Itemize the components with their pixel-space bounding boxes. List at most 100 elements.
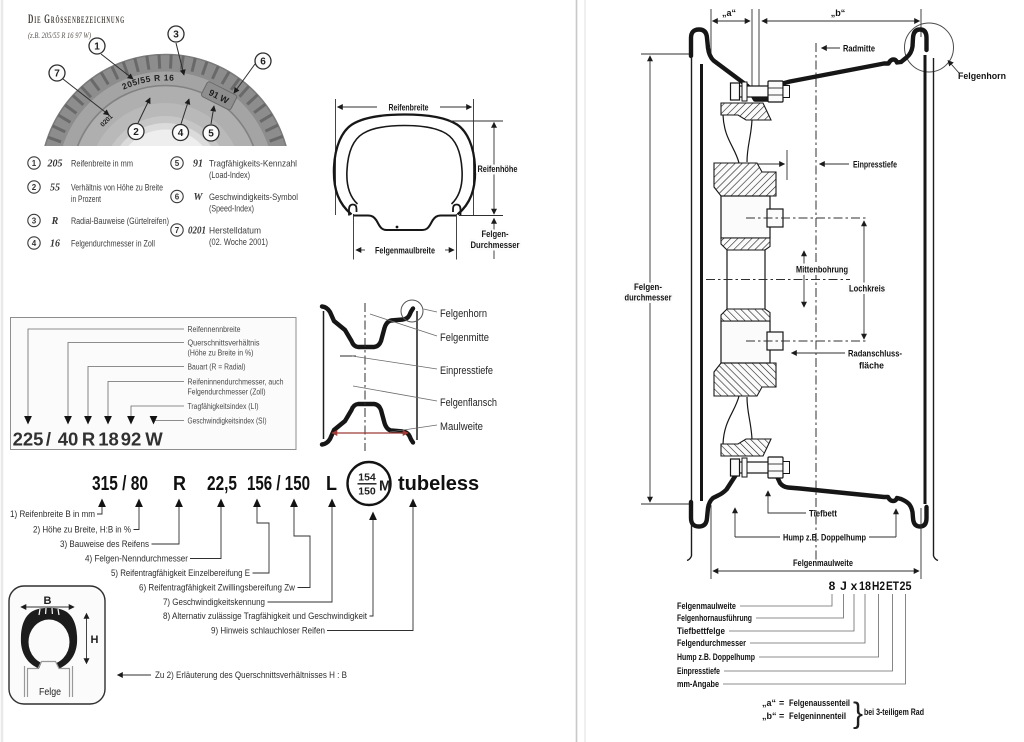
footnote: „a“ = Felgenaussenteil „b“ = Felgeninnen… — [762, 697, 924, 730]
code-token-92: 92 — [121, 429, 142, 450]
label-tiefbett: Tiefbett — [809, 509, 837, 519]
right-page: „a“ „b“ Radmitte Felgenhorn Felgen- — [622, 8, 1006, 730]
callout-lines — [62, 42, 256, 125]
label-felgenhorn-right: Felgenhorn — [958, 71, 1006, 81]
label-dim-a: „a“ — [722, 8, 736, 18]
legend-num: 2 — [32, 183, 37, 192]
tire-tread-ticks — [47, 54, 284, 144]
tiefbett-callout: Tiefbett — [765, 490, 837, 519]
callout-3-num: 3 — [173, 30, 179, 41]
truck-code: 315 / 80 R 22,5 156 / 150 L 154 150 M tu… — [10, 460, 479, 636]
page-divider — [0, 0, 586, 742]
hump-callout: Hump z.B. Doppelhump — [732, 507, 899, 543]
label-felgenmaulweite-dim: Felgenmaulweite — [793, 558, 853, 568]
einpresstiefe-dim: Einpresstiefe — [757, 150, 897, 180]
code-box-frame — [10, 317, 297, 450]
label-felgenmaulbreite: Felgenmaulbreite — [375, 246, 435, 256]
label-felgenflansch: Felgenflansch — [440, 397, 497, 409]
valve-dot — [395, 225, 399, 229]
label-maulweite: Maulweite — [440, 421, 483, 433]
truck-label-8: 8) Alternativ zulässige Tragfähigkeit un… — [163, 611, 368, 621]
legend-text: Geschwindigkeits-Symbol — [209, 192, 298, 203]
callout-6-num: 6 — [260, 57, 266, 68]
car-code-box: Reifennennbreite Querschnittsverhältnis … — [10, 317, 297, 450]
code-token-40: 40 — [58, 429, 79, 450]
truck-label-1: 1) Reifenbreite B in mm — [10, 509, 95, 519]
alt-load-circle — [346, 460, 392, 507]
callout-7-num: 7 — [54, 69, 60, 80]
callout-5-num: 5 — [208, 129, 214, 140]
legend-value: R — [51, 216, 59, 227]
code-label-5: Tragfähigkeitsindex (LI) — [188, 402, 259, 411]
label-lochkreis: Lochkreis — [849, 284, 885, 294]
label-hump: Hump z.B. Doppelhump — [783, 533, 866, 543]
hb-rim-lines — [23, 660, 74, 697]
legend-num: 4 — [32, 239, 37, 248]
legend-num: 7 — [175, 226, 180, 235]
rim-top-profile — [319, 304, 416, 350]
wheel-disc — [706, 80, 866, 479]
rim-code-label-5: Hump z.B. Doppelhump — [677, 652, 755, 662]
tire-cross-section: Reifenbreite Reifenhöhe Felgen- Durchmes… — [332, 99, 522, 260]
legend-num: 5 — [175, 159, 180, 168]
label-mittenbohrung: Mittenbohrung — [796, 265, 848, 275]
rim-bottom-profile — [319, 401, 416, 447]
code-label-3: Bauart (R = Radial) — [188, 363, 246, 372]
code-labels: Reifennennbreite Querschnittsverhältnis … — [188, 325, 284, 426]
rim-code-label-2: Felgenhornausführung — [677, 613, 752, 623]
footnote-a: „a“ — [762, 698, 776, 708]
felgenhorn-circle — [904, 22, 954, 73]
legend-row-2: 2 55 Verhältnis von Höhe zu Breite in Pr… — [27, 180, 163, 205]
mittenbohrung-dim: Mittenbohrung — [794, 250, 851, 308]
callout-5: 5 — [202, 124, 220, 142]
label-reifenbreite: Reifenbreite — [389, 103, 429, 113]
rim-code-label-3: Tiefbettfelge — [677, 626, 725, 636]
callout-1-num: 1 — [94, 42, 100, 53]
legend-row-7: 7 0201 Herstelldatum (02. Woche 2001) — [170, 223, 268, 248]
callout-2: 2 — [127, 122, 145, 141]
radmitte: Radmitte — [815, 43, 875, 560]
alt-speed-symbol: M — [379, 479, 391, 495]
code-big-text: 225 / 40 R 18 92 W — [13, 429, 164, 450]
code-connectors — [24, 328, 184, 425]
legend-row-5: 5 91 Tragfähigkeits-Kennzahl (Load-Index… — [170, 156, 297, 181]
code-label-1: Reifennennbreite — [188, 325, 241, 334]
rim-code-label-1: Felgenmaulweite — [677, 601, 736, 611]
hb-b-label: B — [44, 595, 52, 607]
label-felgenmitte: Felgenmitte — [440, 332, 489, 344]
tire-outer-profile — [332, 113, 477, 216]
radanschluss-callout: Radanschluss- fläche — [790, 349, 902, 371]
legend-text2: (Speed-Index) — [209, 204, 254, 215]
ab-dimension: „a“ „b“ — [710, 8, 922, 92]
callout-6: 6 — [254, 52, 272, 70]
code-label-2b: (Höhe zu Breite in %) — [188, 349, 254, 358]
legend-num: 3 — [32, 217, 37, 226]
footnote-b: „b“ — [762, 711, 777, 721]
truck-token-load: 156 / 150 — [247, 473, 310, 495]
legend-value: 0201 — [188, 226, 206, 237]
legend-value: 91 — [193, 159, 203, 170]
truck-label-4: 4) Felgen-Nenndurchmesser — [85, 554, 188, 564]
legend-text: Tragfähigkeits-Kennzahl — [209, 159, 297, 170]
hb-h-label: H — [91, 634, 99, 646]
rim-code-label-6: Einpresstiefe — [677, 666, 720, 676]
label-radmitte: Radmitte — [843, 44, 875, 54]
hb-felge-label: Felge — [39, 687, 61, 698]
label-felgendurchmesser-2: durchmesser — [625, 293, 672, 303]
code-token-W: W — [145, 429, 163, 450]
callout-4: 4 — [171, 123, 190, 142]
code-label-4b: Felgendurchmesser (Zoll) — [188, 388, 266, 397]
truck-token-width: 315 / 80 — [92, 473, 148, 495]
rim-token-8: 8 — [829, 579, 836, 593]
truck-token-speed: L — [326, 473, 337, 495]
truck-label-9: 9) Hinweis schlauchloser Reifen — [211, 626, 325, 636]
rim-code-connectors — [723, 594, 906, 685]
truck-token-diameter: 22,5 — [207, 473, 237, 495]
callout-2-num: 2 — [133, 127, 139, 138]
label-felgendurchmesser-2: Durchmesser — [471, 240, 520, 250]
rim-code: 8 J x 18 H2 ET 25 Felgenmaulweite Felgen… — [677, 579, 912, 689]
lochkreis-dim: Lochkreis — [847, 220, 888, 340]
rim-token-18: 18 — [859, 579, 871, 593]
truck-label-5: 5) Reifentragfähigkeit Einzelbereifung E — [111, 568, 250, 578]
